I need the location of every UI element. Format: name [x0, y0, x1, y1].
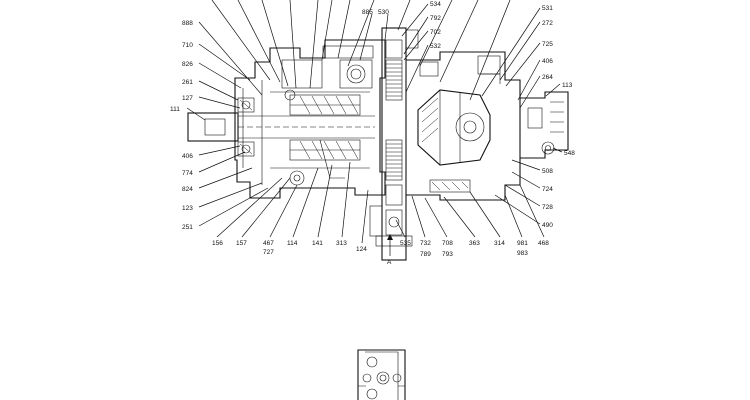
part-label-127: 127 [182, 95, 193, 102]
part-label-113: 113 [562, 82, 573, 89]
part-label-535: 535 [400, 240, 411, 247]
part-label-724: 724 [542, 186, 553, 193]
part-label-157: 157 [236, 240, 247, 247]
part-label-363: 363 [469, 240, 480, 247]
part-label-789: 789 [420, 251, 431, 258]
part-label-123: 123 [182, 205, 193, 212]
view-arrow-a [387, 234, 393, 256]
part-label-548: 548 [564, 150, 575, 157]
part-label-272: 272 [542, 20, 553, 27]
part-label-885: 885 [362, 9, 373, 16]
part-label-156: 156 [212, 240, 223, 247]
part-label-251: 251 [182, 224, 193, 231]
regulator-block [520, 91, 569, 159]
cylinder-block [284, 89, 361, 186]
part-label-826: 826 [182, 61, 193, 68]
part-label-793: 793 [442, 251, 453, 258]
part-label-774: 774 [182, 170, 193, 177]
part-label-468: 468 [538, 240, 549, 247]
part-label-824: 824 [182, 186, 193, 193]
part-label-406-right: 406 [542, 58, 553, 65]
part-label-A: A [387, 259, 392, 266]
part-label-314: 314 [494, 240, 505, 247]
drive-shaft [187, 112, 375, 142]
part-label-508: 508 [542, 168, 553, 175]
part-label-792: 792 [430, 15, 441, 22]
part-labels: 888 710 826 261 127 111 406 774 824 123 … [170, 1, 575, 266]
part-label-261: 261 [182, 79, 193, 86]
part-label-111: 111 [170, 106, 180, 113]
center-plate [369, 27, 419, 261]
leader-lines [186, 0, 563, 244]
part-label-531: 531 [542, 5, 553, 12]
part-label-534: 534 [430, 1, 441, 8]
part-label-141: 141 [312, 240, 323, 247]
part-label-124: 124 [356, 246, 367, 253]
part-label-710: 710 [182, 42, 193, 49]
view-a-partial [357, 349, 406, 400]
part-label-983: 983 [517, 250, 528, 257]
part-label-727: 727 [263, 249, 274, 256]
swash-plate [406, 51, 521, 201]
front-bearing [237, 97, 255, 157]
part-label-728: 728 [542, 204, 553, 211]
part-label-725: 725 [542, 41, 553, 48]
main-housing [234, 39, 386, 199]
part-label-490: 490 [542, 222, 553, 229]
part-label-888: 888 [182, 20, 193, 27]
part-label-732: 732 [420, 240, 431, 247]
part-label-702: 702 [430, 29, 441, 36]
part-label-708: 708 [442, 240, 453, 247]
part-label-981: 981 [517, 240, 528, 247]
part-label-114: 114 [287, 240, 298, 247]
part-label-264: 264 [542, 74, 553, 81]
part-label-406-left: 406 [182, 153, 193, 160]
part-label-467: 467 [263, 240, 274, 247]
part-label-313: 313 [336, 240, 347, 247]
part-label-530: 530 [378, 9, 389, 16]
part-label-532: 532 [430, 43, 441, 50]
